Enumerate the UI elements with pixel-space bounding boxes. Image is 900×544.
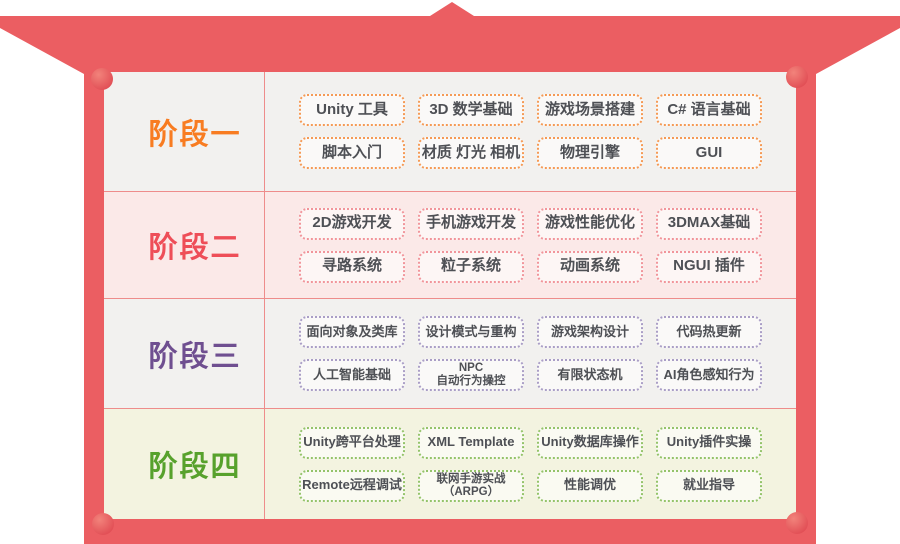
stage-2-label-cell: 阶段二 bbox=[104, 192, 265, 298]
stage-2-courses: 2D游戏开发 手机游戏开发 游戏性能优化 3DMAX基础 寻路系统 粒子系统 动… bbox=[265, 192, 796, 298]
stage-3-courses: 面向对象及类库 设计模式与重构 游戏架构设计 代码热更新 人工智能基础 NPC … bbox=[265, 299, 796, 408]
course-line: 2D游戏开发 手机游戏开发 游戏性能优化 3DMAX基础 bbox=[299, 207, 762, 240]
course-tag: 3DMAX基础 bbox=[656, 207, 762, 240]
course-tag: 手机游戏开发 bbox=[418, 207, 524, 240]
stage-4-title: 阶段四 bbox=[148, 451, 242, 483]
course-line: Unity跨平台处理 XML Template Unity数据库操作 Unity… bbox=[299, 426, 762, 459]
course-line: Remote远程调试 联网手游实战 （ARPG） 性能调优 就业指导 bbox=[299, 469, 762, 502]
stage-4-courses: Unity跨平台处理 XML Template Unity数据库操作 Unity… bbox=[265, 409, 796, 519]
course-tag: 就业指导 bbox=[656, 469, 762, 502]
course-tag: 3D 数学基础 bbox=[418, 94, 524, 126]
course-tag: 动画系统 bbox=[537, 250, 643, 283]
stage-row-4: 阶段四 Unity跨平台处理 XML Template Unity数据库操作 U… bbox=[104, 408, 796, 519]
course-line: Unity 工具 3D 数学基础 游戏场景搭建 C# 语言基础 bbox=[299, 94, 762, 126]
stage-1-title: 阶段一 bbox=[148, 118, 242, 151]
right-post bbox=[796, 70, 816, 544]
course-tag: 有限状态机 bbox=[537, 359, 643, 391]
course-tag: Unity插件实操 bbox=[656, 426, 762, 459]
course-tag: 游戏架构设计 bbox=[537, 316, 643, 348]
left-post bbox=[84, 70, 104, 544]
course-tag: 粒子系统 bbox=[418, 250, 524, 283]
course-tag: 物理引擎 bbox=[537, 137, 643, 169]
stage-row-3: 阶段三 面向对象及类库 设计模式与重构 游戏架构设计 代码热更新 人工智能基础 … bbox=[104, 298, 796, 408]
course-tag: 寻路系统 bbox=[299, 250, 405, 283]
course-tag: 2D游戏开发 bbox=[299, 207, 405, 240]
course-tag: GUI bbox=[656, 137, 762, 169]
course-tag: 脚本入门 bbox=[299, 137, 405, 169]
course-line: 脚本入门 材质 灯光 相机 物理引擎 GUI bbox=[299, 137, 762, 169]
stage-1-courses: Unity 工具 3D 数学基础 游戏场景搭建 C# 语言基础 脚本入门 材质 … bbox=[265, 72, 796, 191]
course-tag: 代码热更新 bbox=[656, 316, 762, 348]
roof-banner-with-peak bbox=[0, 2, 900, 74]
course-tag: Remote远程调试 bbox=[299, 469, 405, 502]
stage-row-2: 阶段二 2D游戏开发 手机游戏开发 游戏性能优化 3DMAX基础 寻路系统 粒子… bbox=[104, 191, 796, 298]
course-tag: AI角色感知行为 bbox=[656, 359, 762, 391]
course-tag: Unity 工具 bbox=[299, 94, 405, 126]
course-line: 人工智能基础 NPC 自动行为操控 有限状态机 AI角色感知行为 bbox=[299, 359, 762, 391]
course-tag: 性能调优 bbox=[537, 469, 643, 502]
course-tag: 面向对象及类库 bbox=[299, 316, 405, 348]
course-line: 寻路系统 粒子系统 动画系统 NGUI 插件 bbox=[299, 250, 762, 283]
stage-row-1: 阶段一 Unity 工具 3D 数学基础 游戏场景搭建 C# 语言基础 脚本入门… bbox=[104, 72, 796, 191]
course-tag: Unity数据库操作 bbox=[537, 426, 643, 459]
course-tag: 设计模式与重构 bbox=[418, 316, 524, 348]
course-tag: Unity跨平台处理 bbox=[299, 426, 405, 459]
course-tag: NGUI 插件 bbox=[656, 250, 762, 283]
bottom-bar bbox=[84, 519, 816, 544]
stage-1-label-cell: 阶段一 bbox=[104, 72, 265, 191]
stage-3-label-cell: 阶段三 bbox=[104, 299, 265, 408]
course-tag: NPC 自动行为操控 bbox=[418, 359, 524, 391]
course-tag: 人工智能基础 bbox=[299, 359, 405, 391]
stage-3-title: 阶段三 bbox=[148, 340, 242, 373]
course-tag: C# 语言基础 bbox=[656, 94, 762, 126]
stage-board: 阶段一 Unity 工具 3D 数学基础 游戏场景搭建 C# 语言基础 脚本入门… bbox=[104, 72, 796, 519]
stage-4-label-cell: 阶段四 bbox=[104, 409, 265, 519]
stage-2-title: 阶段二 bbox=[148, 232, 242, 264]
course-tag: 材质 灯光 相机 bbox=[418, 137, 524, 169]
course-tag: 游戏场景搭建 bbox=[537, 94, 643, 126]
course-tag: 游戏性能优化 bbox=[537, 207, 643, 240]
course-tag: XML Template bbox=[418, 426, 524, 459]
course-tag: 联网手游实战 （ARPG） bbox=[418, 469, 524, 502]
course-line: 面向对象及类库 设计模式与重构 游戏架构设计 代码热更新 bbox=[299, 316, 762, 348]
